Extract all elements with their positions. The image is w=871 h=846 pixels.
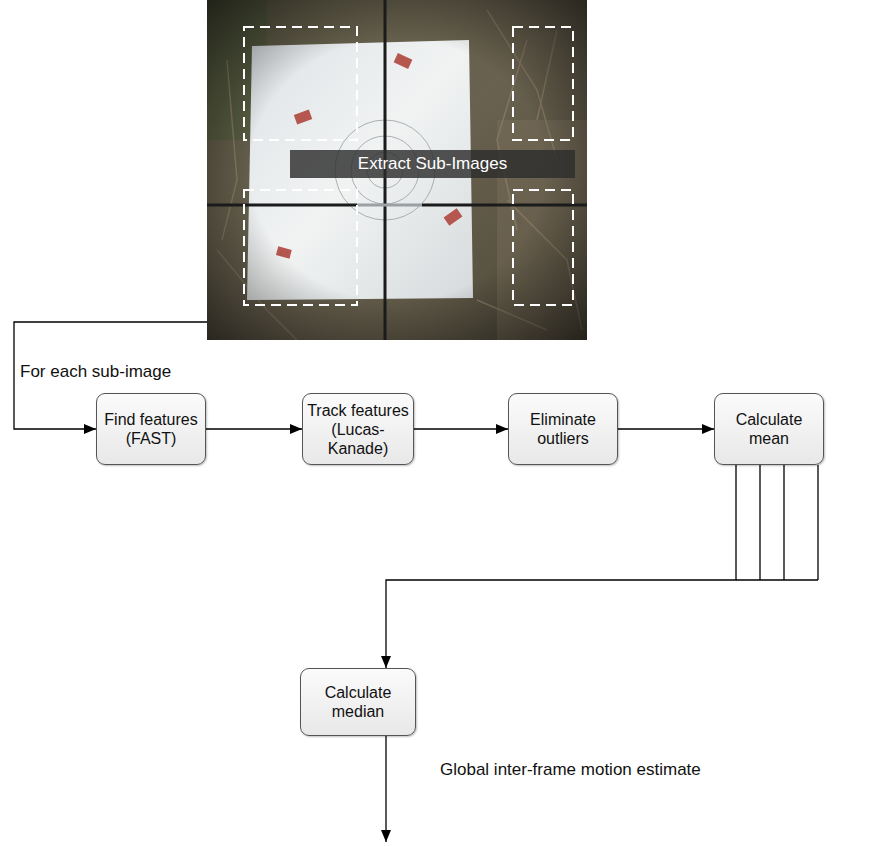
process-box: Find features (FAST) [96,393,206,465]
process-box: Calculate median [300,668,416,736]
vignette [207,0,587,340]
box-label: Eliminate outliers [512,410,614,448]
crosshair [207,204,357,207]
wire [817,465,818,580]
output-label: Global inter-frame motion estimate [440,760,701,780]
sub-image-frame [244,27,357,140]
flow-arrow [618,428,714,429]
flow-arrow [414,428,508,429]
sub-image-frame [513,27,573,140]
flow-arrow [386,465,736,668]
process-box: Calculate mean [714,393,824,465]
wire [736,579,818,580]
image-caption: Extract Sub-Images [290,150,575,178]
box-label: Calculate mean [718,410,820,448]
box-label: Find features (FAST) [100,410,202,448]
photo-region: Extract Sub-Images [207,0,587,340]
connectors [14,322,736,668]
wire [783,465,784,580]
crosshair [422,204,587,207]
sub-image-frame [513,190,573,305]
output-arrow [385,736,386,842]
ground [207,0,587,340]
wire [759,465,760,580]
edge-label: For each sub-image [20,362,171,382]
box-label: Calculate median [304,683,412,721]
box-label: Track features (Lucas-Kanade) [306,401,410,458]
process-box: Track features (Lucas-Kanade) [302,393,414,465]
sub-image-wires [386,465,818,842]
flow-arrow [206,428,302,429]
sub-image-frame [244,190,357,305]
process-box: Eliminate outliers [508,393,618,465]
crosshair [357,204,422,207]
